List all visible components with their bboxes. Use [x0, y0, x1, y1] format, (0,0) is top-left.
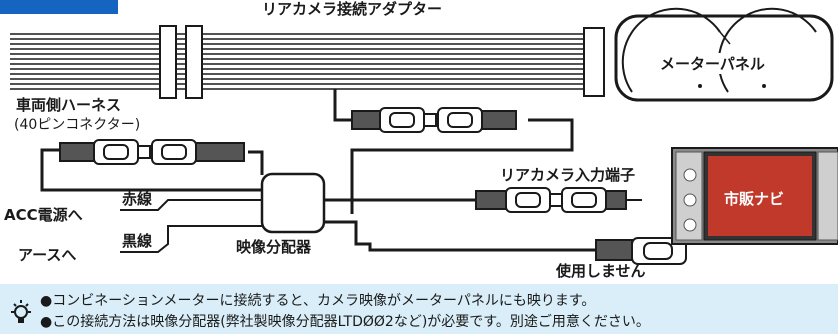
unused-label: 使用しません [556, 262, 646, 280]
ground-label: アースへ [18, 246, 77, 264]
camera-cable-upper-out [350, 118, 574, 214]
black-wire-label: 黒線 [122, 232, 153, 250]
header-bar [0, 0, 118, 14]
harness-connector-left-1 [159, 25, 177, 99]
harness-label-line1: 車両側ハーネス [16, 96, 122, 114]
tip-box: ●コンビネーションメーターに接続すると、カメラ映像がメーターパネルにも映ります。… [0, 284, 838, 334]
rca-pair-upper [351, 107, 517, 133]
rca-pair-navi [475, 187, 642, 213]
harness-connector-left-2 [185, 25, 203, 99]
rca-pair-lower-left [59, 139, 245, 165]
harness-label-line2: (40ピンコネクター) [14, 117, 141, 133]
distributor-output-unused [324, 220, 596, 252]
navi-unit [671, 147, 838, 245]
rear-camera-input-label: リアカメラ入力端子 [500, 166, 636, 184]
acc-label: ACC電源へ [4, 206, 83, 224]
meter-panel-label: メーターパネル [658, 53, 767, 74]
harness-connector-right [583, 27, 605, 97]
tip-line-2: ●この接続方法は映像分配器(弊社製映像分配器LTDØØ2など)が必要です。別途ご… [40, 314, 650, 330]
harness-wires [10, 33, 600, 90]
harness-branch-out [248, 150, 264, 175]
lightbulb-icon [11, 300, 31, 323]
red-wire-label: 赤線 [122, 190, 153, 208]
red-wire [120, 199, 262, 211]
wiring-diagram [0, 0, 838, 265]
adapter-label: リアカメラ接続アダプター [262, 0, 443, 18]
video-distributor-box [260, 172, 326, 234]
harness-branch-cable [40, 148, 262, 192]
black-wire [120, 225, 262, 253]
distributor-label: 映像分配器 [236, 238, 312, 256]
navi-label: 市販ナビ [724, 190, 785, 208]
camera-cable-upper [333, 89, 352, 122]
tip-line-1: ●コンビネーションメーターに接続すると、カメラ映像がメーターパネルにも映ります。 [40, 293, 596, 309]
